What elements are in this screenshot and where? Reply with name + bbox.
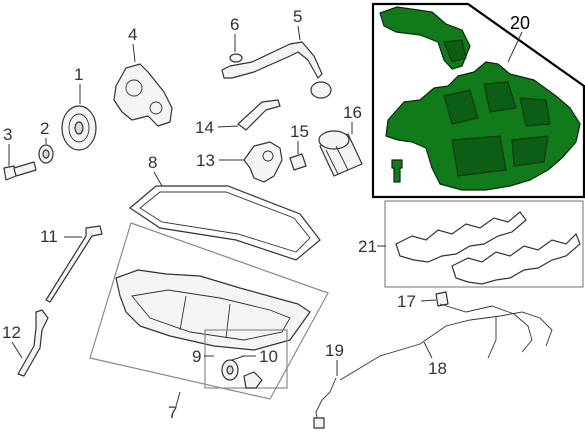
dipstick-tube-group[interactable]: 12	[2, 309, 49, 377]
callout-1[interactable]: 1	[74, 65, 83, 84]
o-ring-group[interactable]: 6	[229, 15, 243, 63]
washer-group[interactable]: 2	[38, 119, 54, 164]
callout-16[interactable]: 16	[343, 103, 362, 122]
callout-18[interactable]: 18	[428, 359, 447, 378]
intake-gasket-box	[384, 200, 584, 288]
dipstick	[45, 225, 103, 303]
callout-14[interactable]: 14	[195, 118, 214, 137]
dipstick-tube	[17, 309, 49, 377]
callout-2[interactable]: 2	[40, 119, 49, 138]
harness-18	[339, 311, 553, 381]
connector-17	[435, 291, 449, 307]
callout-5[interactable]: 5	[293, 7, 302, 26]
callout-6[interactable]: 6	[230, 15, 239, 34]
dipstick-group[interactable]: 11	[40, 225, 103, 303]
engine-front-cover	[113, 63, 173, 127]
callout-12[interactable]: 12	[2, 323, 21, 342]
bracket-14-group[interactable]: 14	[195, 99, 281, 137]
crankshaft-pulley-group[interactable]: 1	[61, 65, 97, 151]
callout-21[interactable]: 21	[358, 237, 377, 256]
callout-11[interactable]: 11	[40, 227, 58, 246]
callout-15[interactable]: 15	[290, 122, 309, 141]
callout-10[interactable]: 10	[259, 347, 278, 366]
callout-9[interactable]: 9	[192, 347, 201, 366]
oil-pan	[115, 269, 311, 351]
callout-20[interactable]: 20	[510, 13, 530, 33]
intake-gasket-right	[451, 232, 581, 285]
oil-pan-box	[89, 222, 329, 400]
part-13-group[interactable]: 13	[196, 141, 283, 183]
intake-manifold-upper-runner	[379, 6, 471, 70]
sensor-19-group[interactable]: 19	[313, 341, 344, 429]
callout-17[interactable]: 17	[397, 292, 416, 311]
front-cover-group[interactable]: 4	[113, 25, 173, 127]
drain-plug-group[interactable]: 9 10	[192, 329, 288, 389]
callout-19[interactable]: 19	[325, 341, 344, 360]
intake-gasket-left	[395, 211, 527, 263]
oil-pickup-tube-group[interactable]: 5	[221, 7, 332, 99]
intake-manifold-group[interactable]: 20	[371, 2, 585, 199]
part-15-group[interactable]: 15	[289, 122, 309, 171]
drain-plug-bolt	[243, 371, 263, 389]
intake-gasket-group[interactable]: 21	[358, 200, 584, 288]
bolt-3-group[interactable]: 3	[3, 125, 37, 181]
oil-pan-gasket	[129, 185, 321, 261]
oil-pan-gasket-group[interactable]: 8	[129, 153, 321, 261]
oil-filter-group[interactable]: 16	[318, 103, 363, 177]
bracket-14	[237, 99, 281, 131]
part-13	[243, 141, 283, 183]
callout-4[interactable]: 4	[128, 25, 137, 44]
callout-8[interactable]: 8	[148, 153, 157, 172]
intake-manifold-bolt	[391, 159, 403, 183]
o-ring	[229, 53, 243, 63]
oil-pickup-tube	[221, 41, 323, 79]
callout-7[interactable]: 7	[168, 403, 177, 422]
sensor-19-lead	[315, 377, 337, 425]
connector-17-group[interactable]: 17	[397, 291, 449, 311]
callout-13[interactable]: 13	[196, 151, 215, 170]
callout-3[interactable]: 3	[3, 125, 12, 144]
harness-18-group[interactable]: 18	[339, 303, 553, 381]
intake-manifold-highlight-box	[371, 2, 585, 199]
part-15	[289, 153, 307, 171]
sensor-19	[313, 417, 325, 429]
